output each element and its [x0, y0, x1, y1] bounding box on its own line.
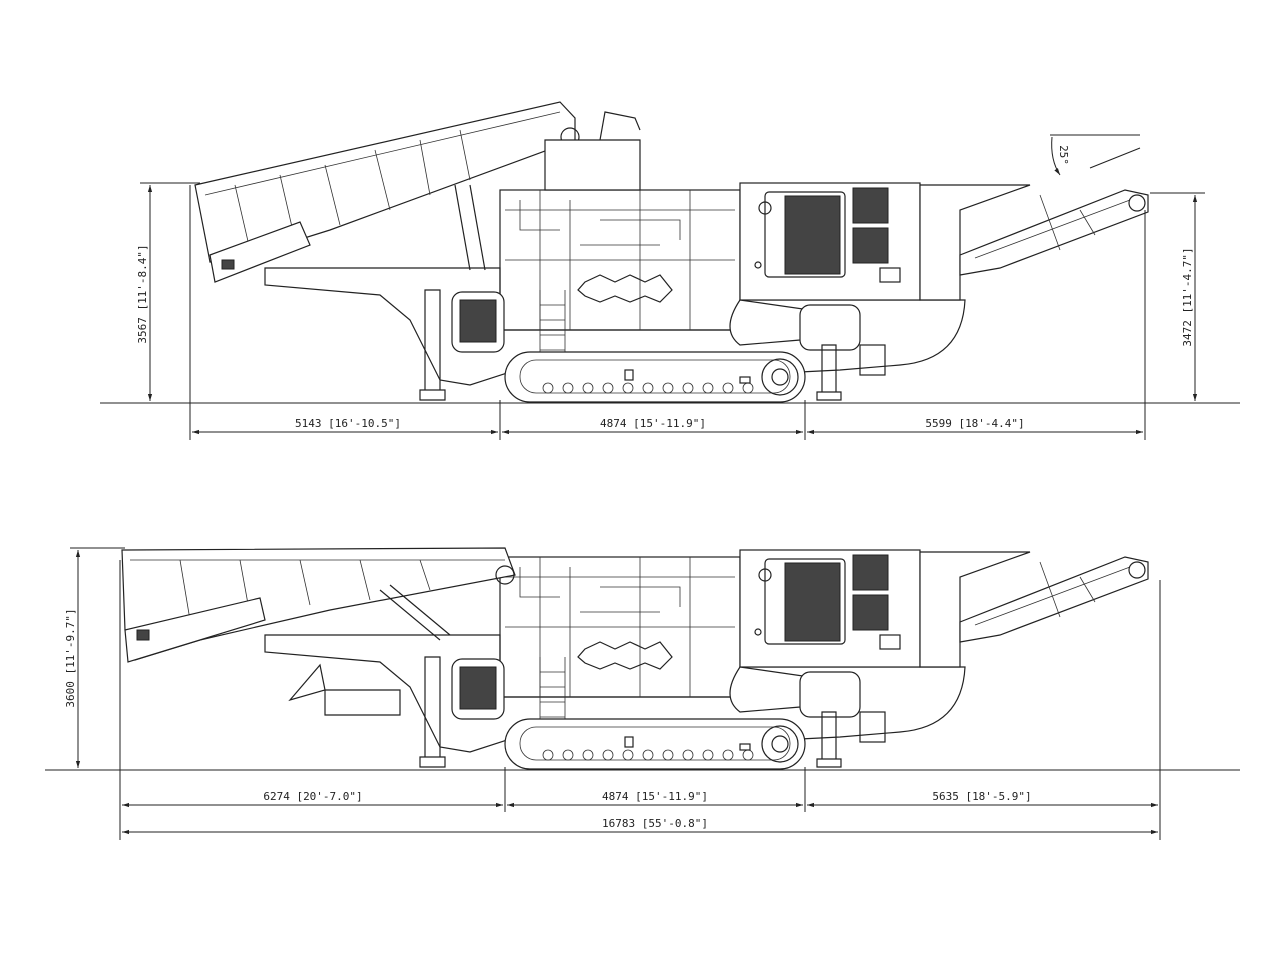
bottom-elevation-view: 6274 [20'-7.0"] 4874 [15'-11.9"] 5635 [1… — [45, 547, 1240, 840]
height-label-left: 3600 [11'-9.7"] — [64, 608, 77, 707]
height-label-right: 3472 [11'-4.7"] — [1181, 247, 1194, 346]
top-elevation-view: 5143 [16'-10.5"] 4874 [15'-11.9"] 5599 [… — [100, 101, 1240, 440]
dim-label-right: 5599 [18'-4.4"] — [925, 417, 1024, 430]
angle-label: 25° — [1057, 145, 1070, 165]
dim-label-middle: 4874 [15'-11.9"] — [602, 790, 708, 803]
dim-label-left: 5143 [16'-10.5"] — [295, 417, 401, 430]
height-label-left: 3567 [11'-8.4"] — [136, 244, 149, 343]
dim-label-middle: 4874 [15'-11.9"] — [600, 417, 706, 430]
dim-label-right: 5635 [18'-5.9"] — [932, 790, 1031, 803]
dim-label-left: 6274 [20'-7.0"] — [263, 790, 362, 803]
dim-label-total: 16783 [55'-0.8"] — [602, 817, 708, 830]
feed-hopper-raised — [194, 101, 576, 263]
